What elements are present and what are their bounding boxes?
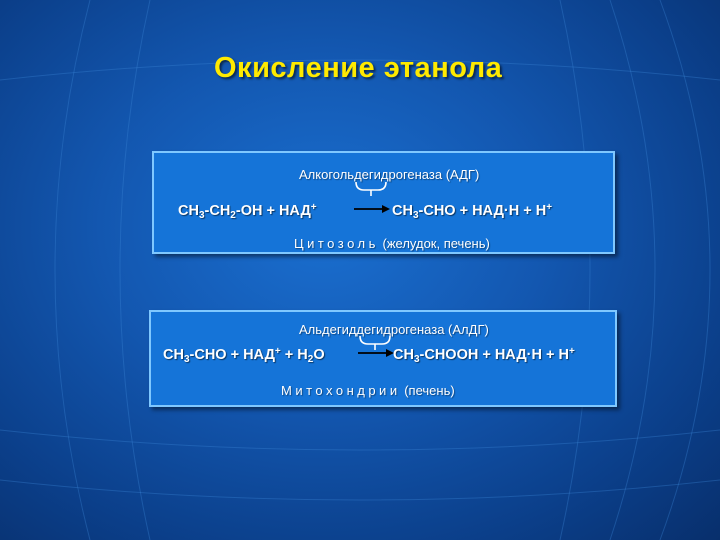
slide-title: Окисление этанола [214, 52, 503, 84]
reaction-2-enzyme: Альдегиддегидрогеназа (АлДГ) [299, 322, 489, 337]
reaction-2-box [149, 310, 617, 407]
reaction-1-substrates: СН3-СН2-ОН + НАД+ [178, 202, 317, 221]
reaction-2-location: Митохондрии (печень) [281, 383, 455, 398]
reaction-1-box [152, 151, 615, 254]
reaction-1-enzyme: Алкогольдегидрогеназа (АДГ) [299, 167, 480, 182]
reaction-2-arrow-icon [358, 335, 394, 357]
reaction-1-products: СН3-СНО + НАД·Н + Н+ [392, 202, 553, 221]
reaction-1-arrow-icon [354, 181, 390, 213]
reaction-1-location: Цитозоль (желудок, печень) [294, 236, 490, 251]
reaction-2-substrates: СН3-СНО + НАД+ + Н2О [163, 346, 325, 365]
reaction-2-products: СН3-СНООН + НАД·Н + Н+ [393, 346, 575, 365]
